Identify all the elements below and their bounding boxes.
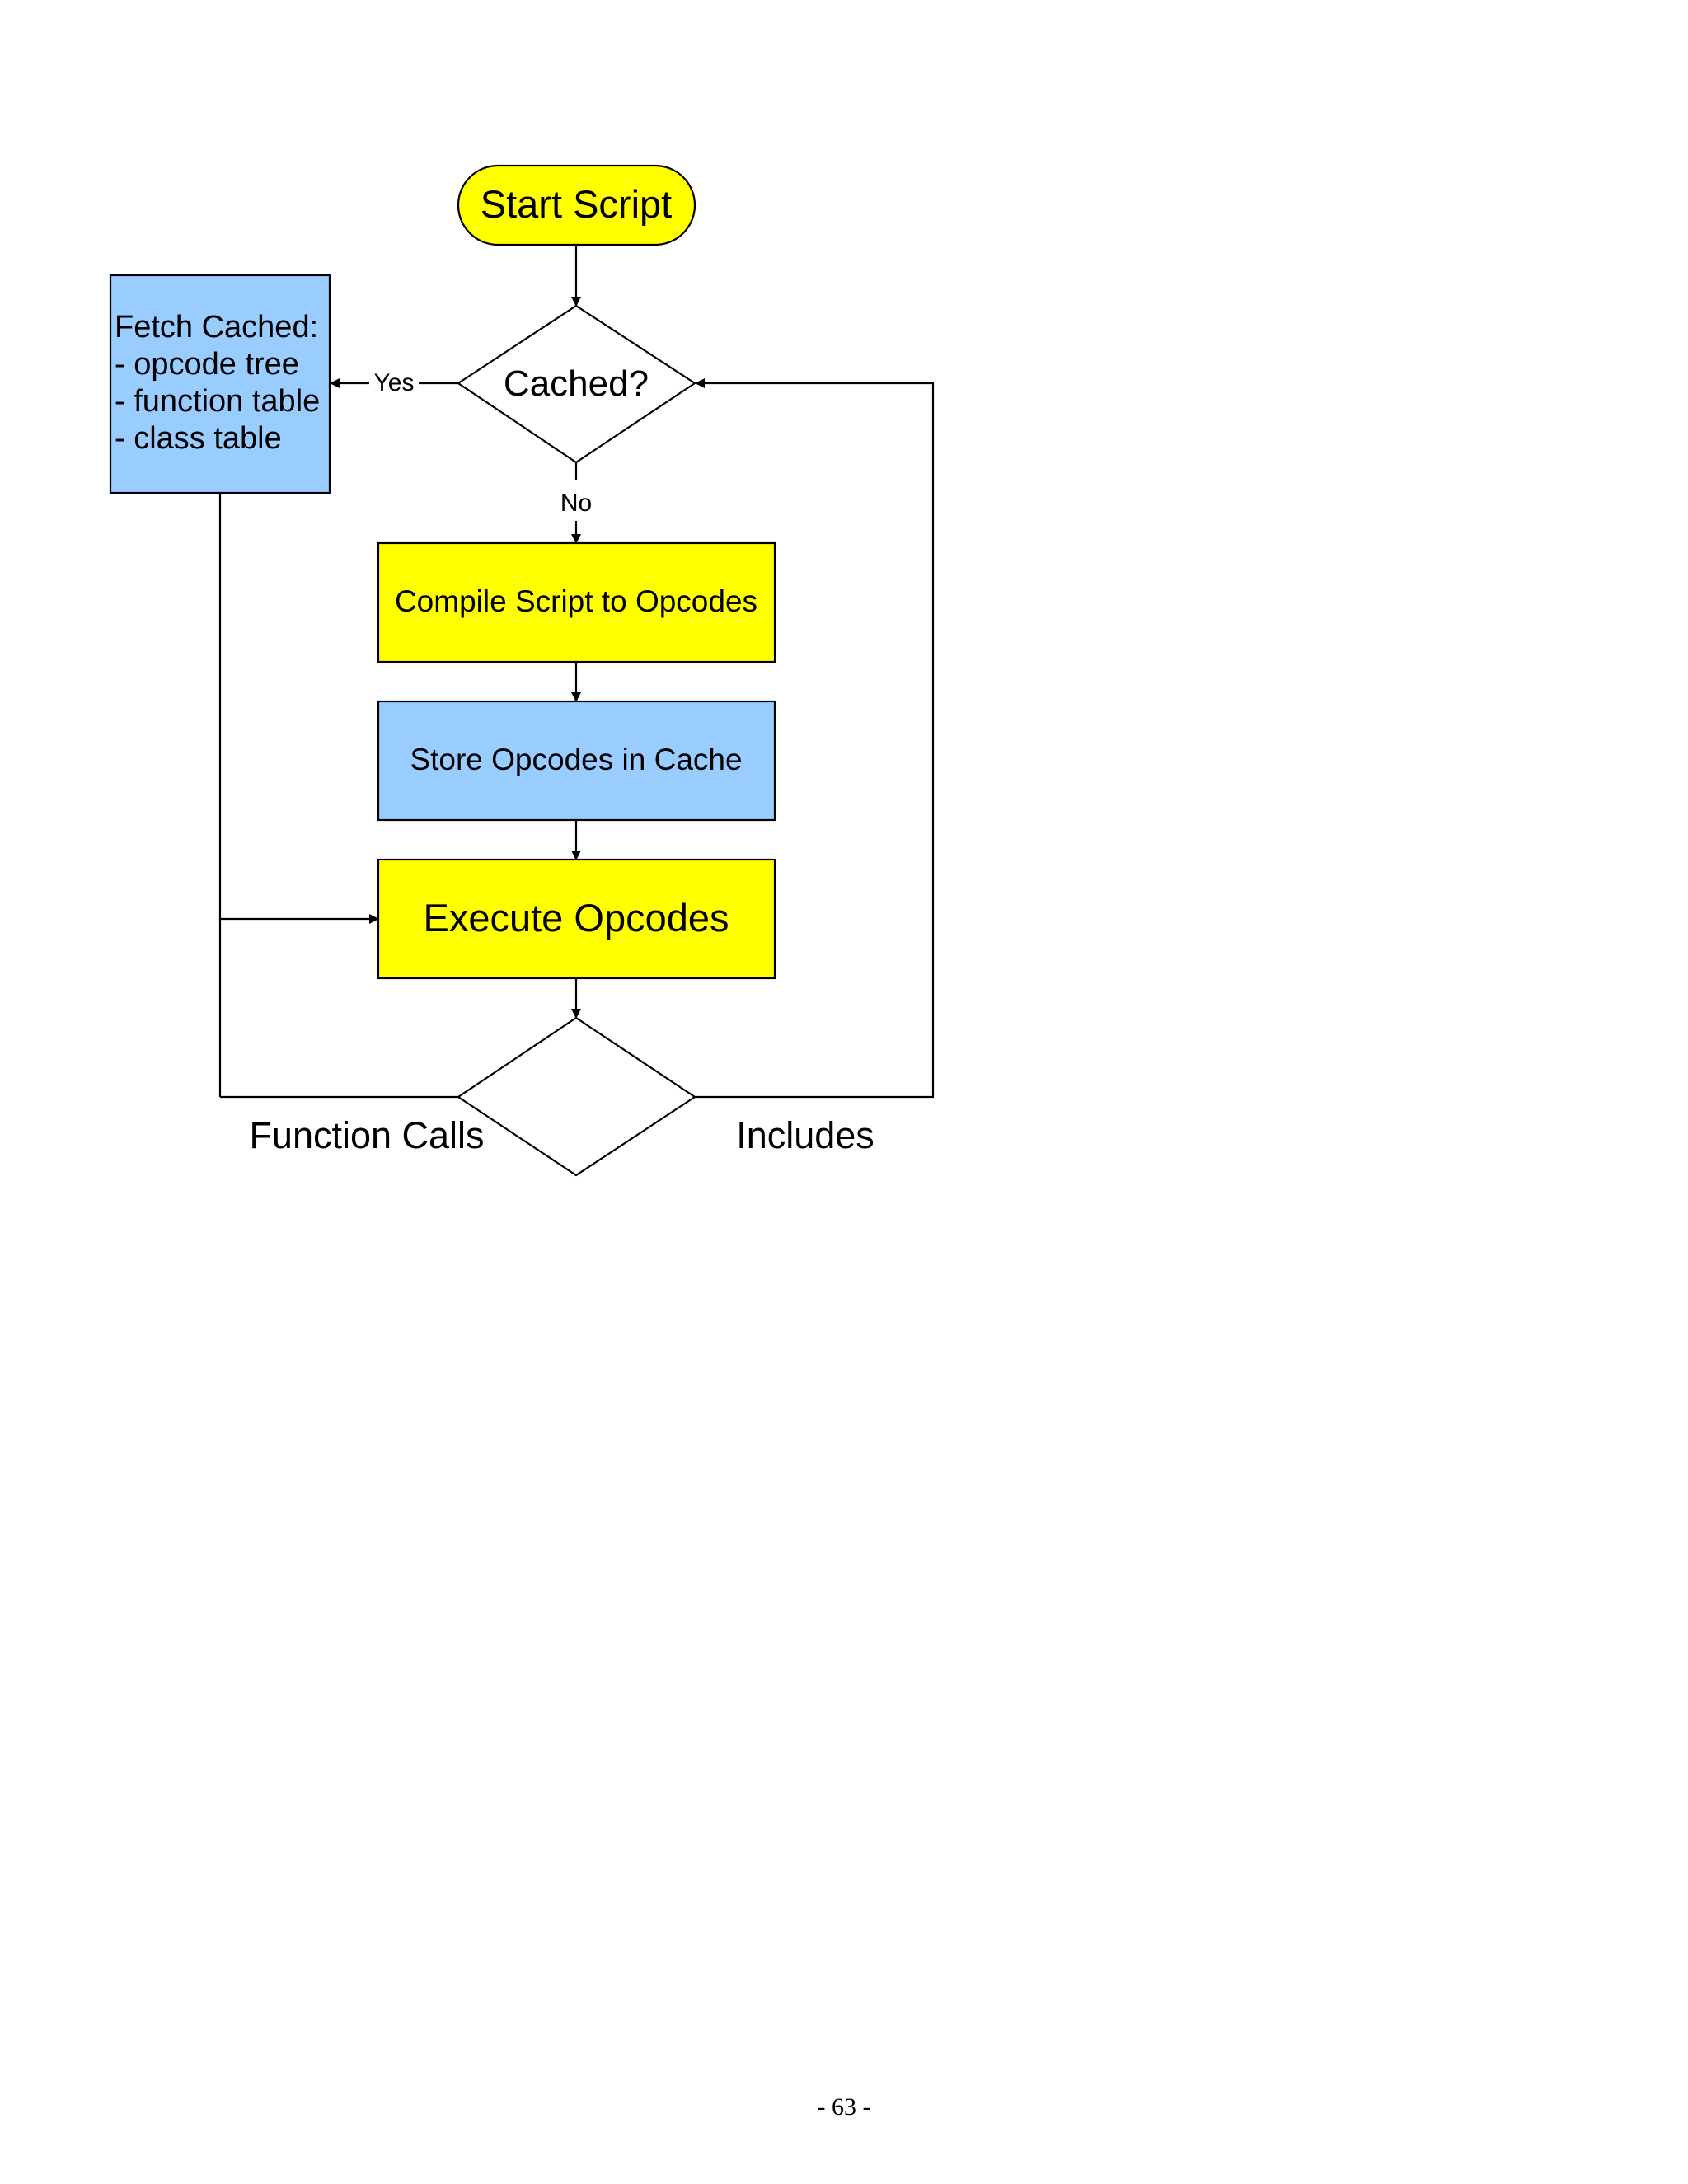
- compile-label: Compile Script to Opcodes: [395, 584, 757, 618]
- cached-decision-label: Cached?: [504, 363, 649, 404]
- page-number: - 63 -: [817, 2093, 871, 2121]
- store-label: Store Opcodes in Cache: [410, 743, 742, 776]
- function-calls-label: Function Calls: [249, 1114, 484, 1156]
- no-label: No: [560, 490, 592, 517]
- store-shape: [377, 700, 776, 822]
- yes-label: Yes: [374, 369, 415, 396]
- branch-decision-node: [457, 1016, 696, 1177]
- start-script-label: Start Script: [481, 182, 672, 226]
- branch-decision-shape: [457, 1016, 696, 1177]
- arrow-fetch-to-execute: [218, 493, 379, 924]
- compile-node: Compile Script to Opcodes: [377, 541, 776, 663]
- cached-decision-node: Cached?: [457, 304, 696, 464]
- fetch-cached-node: Fetch Cached: - opcode tree - function t…: [109, 274, 331, 494]
- arrow-includes-to-cached: [695, 378, 935, 1099]
- execute-label: Execute Opcodes: [424, 896, 729, 940]
- fetch-cached-line-1: Fetch Cached:: [115, 310, 318, 344]
- start-script-node: Start Script: [457, 164, 696, 246]
- fetch-cached-line-3: - function table: [115, 384, 320, 419]
- execute-shape: [377, 858, 776, 980]
- compile-shape: [377, 541, 776, 663]
- fetch-cached-shape: [109, 274, 331, 494]
- fetch-cached-line-4: - class table: [115, 421, 282, 456]
- execute-node: Execute Opcodes: [377, 858, 776, 980]
- includes-label: Includes: [736, 1114, 874, 1156]
- store-node: Store Opcodes in Cache: [377, 700, 776, 822]
- fetch-cached-line-2: - opcode tree: [115, 347, 299, 382]
